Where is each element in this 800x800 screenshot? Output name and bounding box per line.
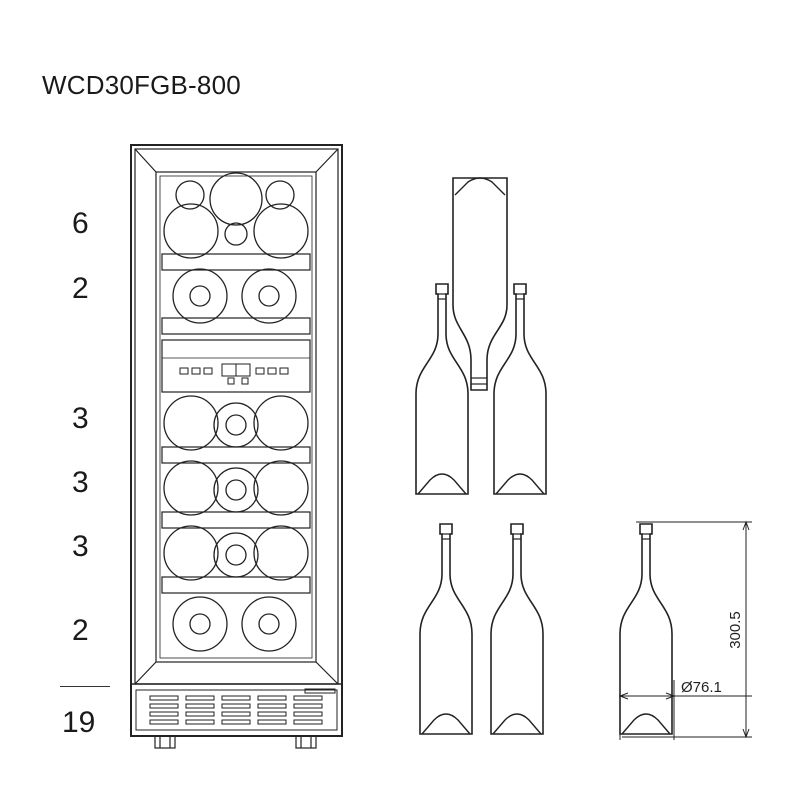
bottle-dimension-lines (618, 520, 752, 740)
bottle-height-label: 300.5 (727, 611, 744, 649)
shelf-count-3: 3 (72, 402, 89, 435)
stacked-bottles-illustration (415, 177, 547, 495)
base-vent-grille (131, 683, 342, 731)
cooler-feet (154, 735, 317, 749)
bottle-diameter-label: Ø76.1 (681, 679, 722, 696)
total-separator-line (60, 686, 110, 687)
model-title: WCD30FGB-800 (42, 70, 241, 100)
standing-bottles-illustration (419, 523, 673, 735)
shelf-count-4: 3 (72, 466, 89, 499)
shelf-3-bottles (163, 395, 309, 451)
shelf-count-6: 2 (72, 614, 89, 647)
shelf-5-bottles (163, 525, 309, 581)
shelf-1-bottles (163, 172, 309, 259)
shelf-count-2: 2 (72, 272, 89, 305)
shelf-rail-2 (161, 317, 311, 335)
shelf-rail-3 (161, 446, 311, 464)
control-panel (161, 339, 311, 393)
shelf-6-bottles (172, 596, 297, 652)
shelf-rail-5 (161, 576, 311, 594)
shelf-count-1: 6 (72, 207, 89, 240)
shelf-rail-4 (161, 511, 311, 529)
total-bottle-count: 19 (62, 706, 96, 739)
wine-cooler-front (130, 144, 343, 737)
shelf-count-5: 3 (72, 530, 89, 563)
shelf-rail-1 (161, 253, 311, 271)
shelf-2-bottles (172, 268, 297, 324)
shelf-4-bottles (163, 460, 309, 516)
